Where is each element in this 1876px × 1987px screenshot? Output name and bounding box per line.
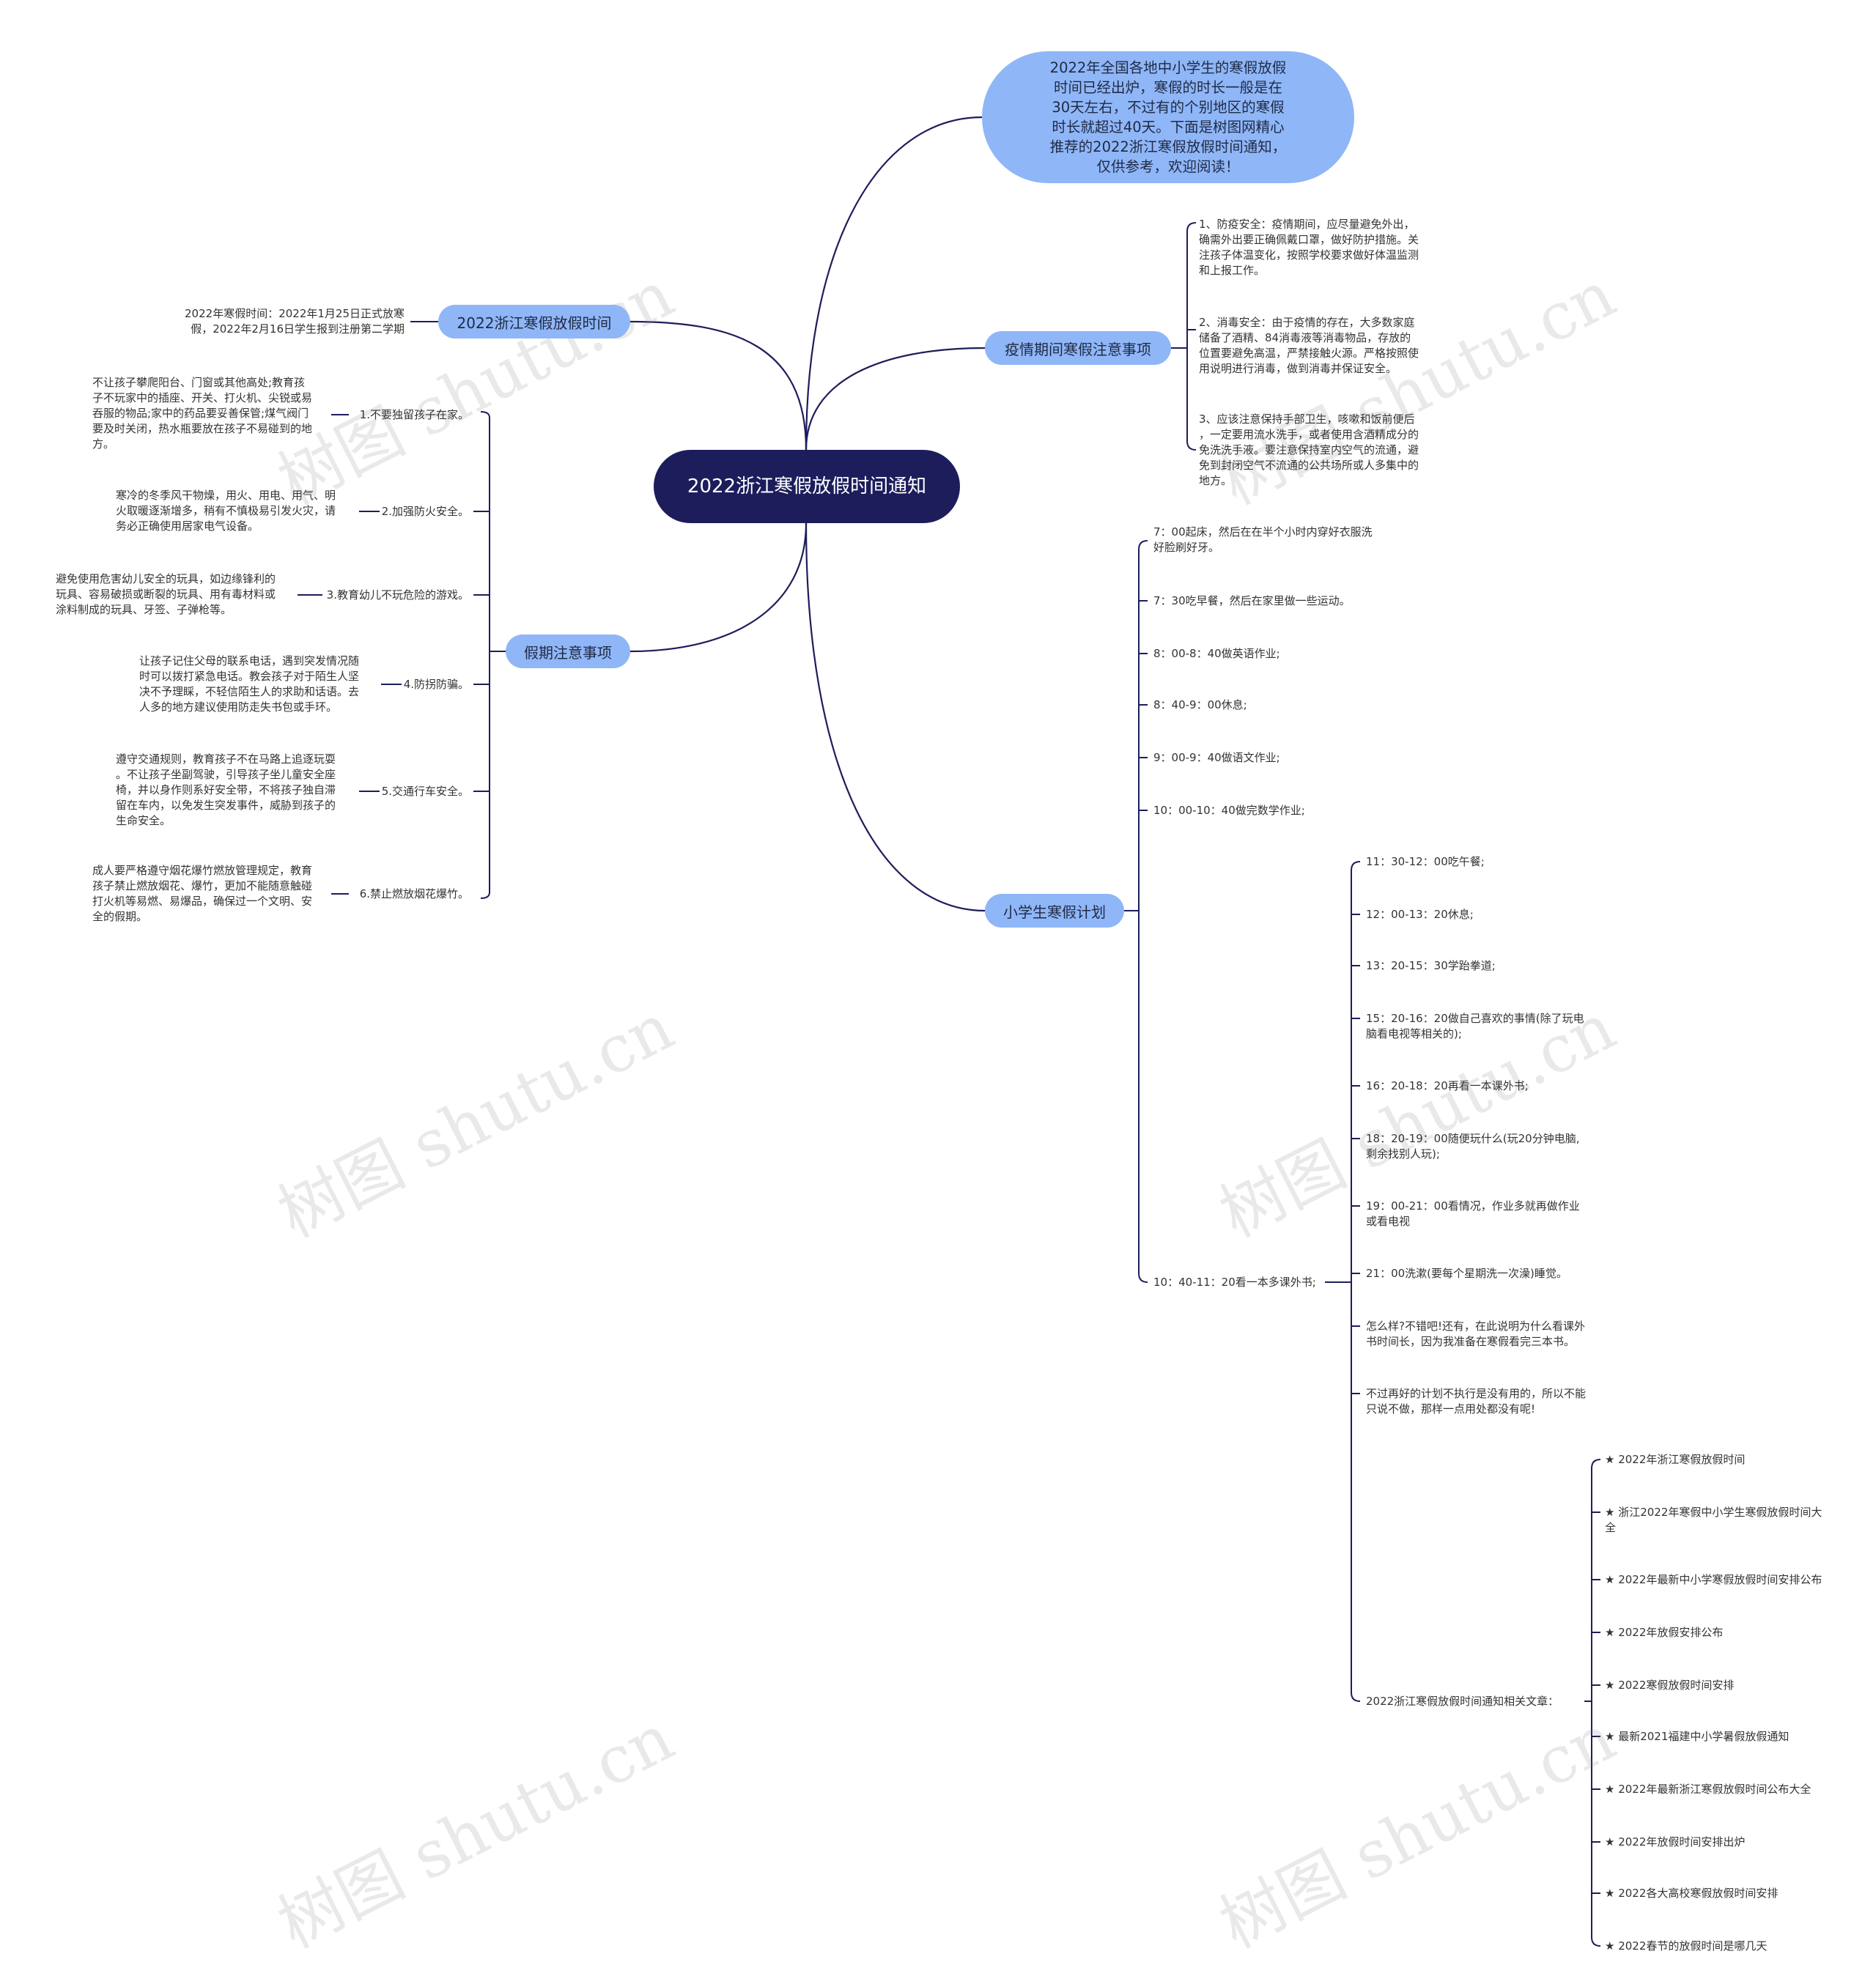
plan-sub-item: 21：00洗漱(要每个星期洗一次澡)睡觉。 bbox=[1366, 1267, 1567, 1280]
related-article-link[interactable]: ★ 2022年最新中小学寒假放假时间安排公布 bbox=[1605, 1573, 1823, 1586]
note-title-4[interactable]: 4.防拐防骗。 bbox=[403, 678, 469, 691]
connector-line bbox=[629, 320, 808, 451]
related-article-link[interactable]: ★ 最新2021福建中小学暑假放假通知 bbox=[1605, 1730, 1790, 1743]
connector-line bbox=[1351, 861, 1361, 1702]
plan-sub-item: 11：30-12：00吃午餐; bbox=[1366, 855, 1485, 868]
plan-sub-item: 怎么样?不错吧!还有，在此说明为什么看课外 书时间长，因为我准备在寒假看完三本书… bbox=[1366, 1320, 1585, 1348]
plan-item: 7：00起床，然后在在半个小时内穿好衣服洗 好脸刷好牙。 bbox=[1153, 525, 1373, 554]
note-title-2[interactable]: 2.加强防火安全。 bbox=[381, 505, 469, 518]
plan-item: 8：00-8：40做英语作业; bbox=[1153, 647, 1280, 660]
epidemic-item-2: 2、消毒安全：由于疫情的存在，大多数家庭 储备了酒精、84消毒液等消毒物品，存放… bbox=[1199, 316, 1419, 375]
connector-line bbox=[480, 411, 490, 899]
plan-item: 8：40-9：00休息; bbox=[1153, 698, 1247, 711]
branch-epidemic[interactable]: 疫情期间寒假注意事项 bbox=[985, 331, 1171, 365]
related-article-link[interactable]: ★ 2022年浙江寒假放假时间 bbox=[1605, 1453, 1746, 1466]
note-detail-6: 成人要严格遵守烟花爆竹燃放管理规定，教育 孩子禁止燃放烟花、爆竹，更加不能随意触… bbox=[92, 864, 313, 923]
note-detail-1: 不让孩子攀爬阳台、门窗或其他高处;教育孩 子不玩家中的插座、开关、打火机、尖锐或… bbox=[92, 376, 313, 451]
related-article-link[interactable]: ★ 2022春节的放假时间是哪几天 bbox=[1605, 1939, 1768, 1953]
related-article-link[interactable]: ★ 2022年放假时间安排出炉 bbox=[1605, 1835, 1746, 1849]
plan-sub-item: 19：00-21：00看情况，作业多就再做作业 或看电视 bbox=[1366, 1199, 1580, 1228]
note-title-6[interactable]: 6.禁止燃放烟花爆竹。 bbox=[359, 887, 469, 900]
plan-item: 10：00-10：40做完数学作业; bbox=[1153, 804, 1305, 817]
connector-line bbox=[1138, 540, 1148, 1283]
related-article-link[interactable]: ★ 2022寒假放假时间安排 bbox=[1605, 1679, 1735, 1692]
note-detail-5: 遵守交通规则，教育孩子不在马路上追逐玩耍 。不让孩子坐副驾驶，引导孩子坐儿童安全… bbox=[116, 752, 336, 827]
connector-line bbox=[805, 347, 986, 451]
branch-plan[interactable]: 小学生寒假计划 bbox=[985, 894, 1124, 928]
plan-item: 10：40-11：20看一本多课外书; bbox=[1153, 1276, 1316, 1289]
connector-line bbox=[629, 522, 808, 653]
intro-node[interactable]: 2022年全国各地中小学生的寒假放假时间已经出炉，寒假的时长一般是在30天左右，… bbox=[982, 51, 1354, 183]
connector-line bbox=[805, 116, 983, 451]
note-title-1[interactable]: 1.不要独留孩子在家。 bbox=[359, 408, 469, 421]
connector-line bbox=[1186, 222, 1197, 451]
plan-item: 7：30吃早餐，然后在家里做一些运动。 bbox=[1153, 594, 1351, 607]
related-article-link[interactable]: ★ 2022年最新浙江寒假放假时间公布大全 bbox=[1605, 1783, 1812, 1796]
note-detail-4: 让孩子记住父母的联系电话，遇到突发情况随 时可以拨打紧急电话。教会孩子对于陌生人… bbox=[139, 654, 360, 714]
note-detail-3: 避免使用危害幼儿安全的玩具，如边缘锋利的 玩具、容易破损或断裂的玩具、用有毒材料… bbox=[56, 572, 276, 616]
epidemic-item-3: 3、应该注意保持手部卫生，咳嗽和饭前便后 ，一定要用流水洗手，或者使用含酒精成分… bbox=[1199, 412, 1419, 487]
related-article-link[interactable]: ★ 2022年放假安排公布 bbox=[1605, 1626, 1724, 1639]
plan-sub-item: 不过再好的计划不执行是没有用的，所以不能 只说不做，那样一点用处都没有呢! bbox=[1366, 1387, 1587, 1416]
plan-sub-item: 12：00-13：20休息; bbox=[1366, 908, 1474, 921]
related-article-link[interactable]: ★ 2022各大高校寒假放假时间安排 bbox=[1605, 1887, 1779, 1900]
epidemic-item-1: 1、防疫安全：疫情期间，应尽量避免外出， 确需外出要正确佩戴口罩，做好防护措施。… bbox=[1199, 218, 1419, 277]
branch-notes[interactable]: 假期注意事项 bbox=[506, 634, 630, 668]
time-detail: 2022年寒假时间：2022年1月25日正式放寒 假，2022年2月16日学生报… bbox=[185, 307, 405, 336]
connector-line bbox=[1591, 1459, 1601, 1947]
branch-time[interactable]: 2022浙江寒假放假时间 bbox=[438, 305, 630, 338]
related-article-link[interactable]: ★ 浙江2022年寒假中小学生寒假放假时间大 全 bbox=[1605, 1506, 1823, 1534]
plan-sub-item: 18：20-19：00随便玩什么(玩20分钟电脑, 剩余找别人玩); bbox=[1366, 1132, 1580, 1161]
plan-sub-item: 15：20-16：20做自己喜欢的事情(除了玩电 脑看电视等相关的); bbox=[1366, 1012, 1584, 1040]
plan-sub-item: 13：20-15：30学跆拳道; bbox=[1366, 959, 1496, 972]
related-articles-label: 2022浙江寒假放假时间通知相关文章： bbox=[1366, 1695, 1559, 1708]
plan-item: 9：00-9：40做语文作业; bbox=[1153, 751, 1280, 764]
plan-sub-item: 16：20-18：20再看一本课外书; bbox=[1366, 1079, 1529, 1092]
note-title-5[interactable]: 5.交通行车安全。 bbox=[381, 785, 469, 798]
root-topic[interactable]: 2022浙江寒假放假时间通知 bbox=[654, 450, 960, 523]
note-detail-2: 寒冷的冬季风干物燥，用火、用电、用气、明 火取暖逐渐增多，稍有不慎极易引发火灾，… bbox=[116, 489, 336, 533]
connector-line bbox=[805, 522, 986, 912]
note-title-3[interactable]: 3.教育幼儿不玩危险的游戏。 bbox=[326, 588, 469, 602]
